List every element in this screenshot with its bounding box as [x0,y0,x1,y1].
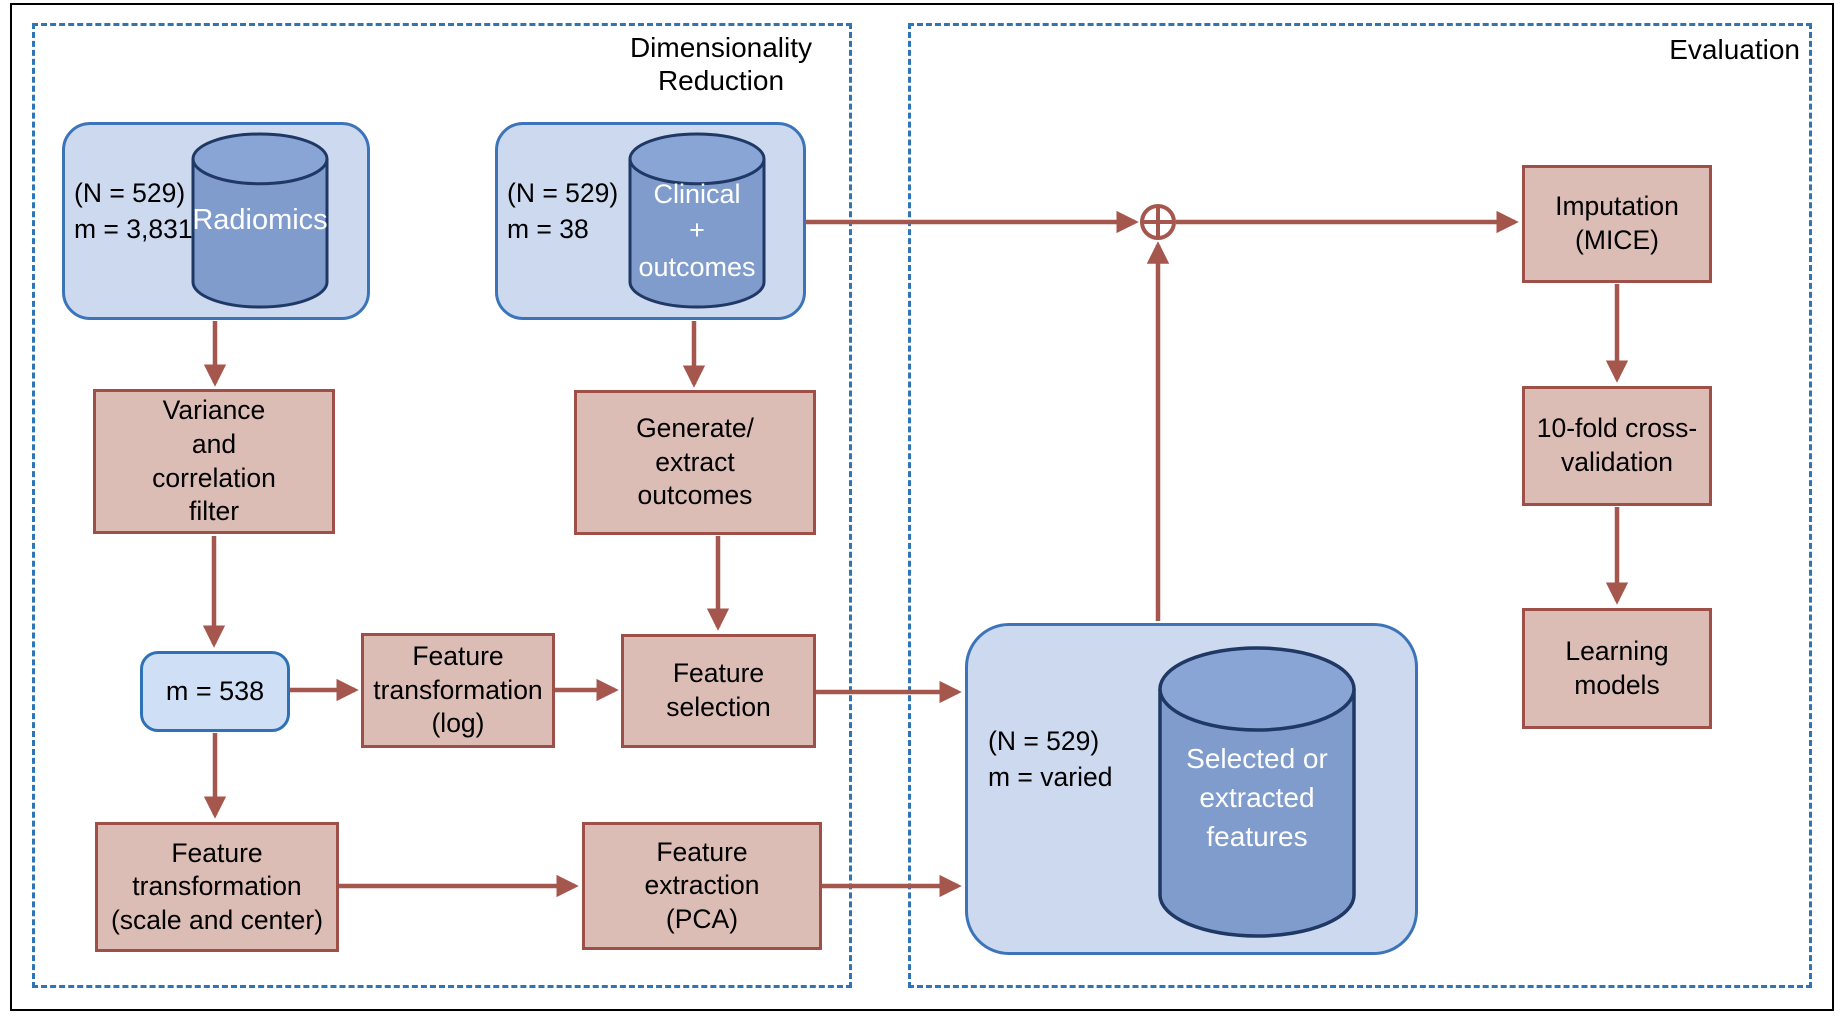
clinical-cylinder-label: Clinical + outcomes [638,178,756,282]
radiomics-database-cylinder [191,132,329,309]
feature-count-box: m = 538 [140,651,290,732]
figure-border [10,3,1834,1011]
feature-extraction-pca-box: Feature extraction (PCA) [582,822,822,950]
clinical-database-cylinder [628,132,766,309]
clinical-counts: (N = 529) m = 38 [507,178,619,244]
imputation-mice-box: Imputation (MICE) [1522,165,1712,283]
learning-models-box: Learning models [1522,608,1712,729]
radiomics-cylinder-label: Radiomics [192,204,328,236]
selected-features-database-cylinder [1158,646,1356,938]
dimensionality-reduction-title: Dimensionality Reduction [629,32,813,97]
evaluation-title: Evaluation [1669,34,1800,65]
feature-transformation-log-box: Feature transformation (log) [361,633,555,748]
evaluation-panel [908,23,1812,988]
selected-features-cylinder-label: Selected or extracted features [1186,742,1328,853]
selected-features-counts: (N = 529) m = varied [988,726,1113,792]
variance-correlation-filter-box: Variance and correlation filter [93,389,335,534]
feature-transformation-scale-box: Feature transformation (scale and center… [95,822,339,952]
circle-plus-merge-icon [1140,204,1176,240]
feature-selection-box: Feature selection [621,634,816,748]
cross-validation-box: 10-fold cross- validation [1522,386,1712,506]
radiomics-counts: (N = 529) m = 3,831 [74,178,193,244]
dimensionality-reduction-panel [32,23,852,988]
generate-extract-outcomes-box: Generate/ extract outcomes [574,390,816,535]
